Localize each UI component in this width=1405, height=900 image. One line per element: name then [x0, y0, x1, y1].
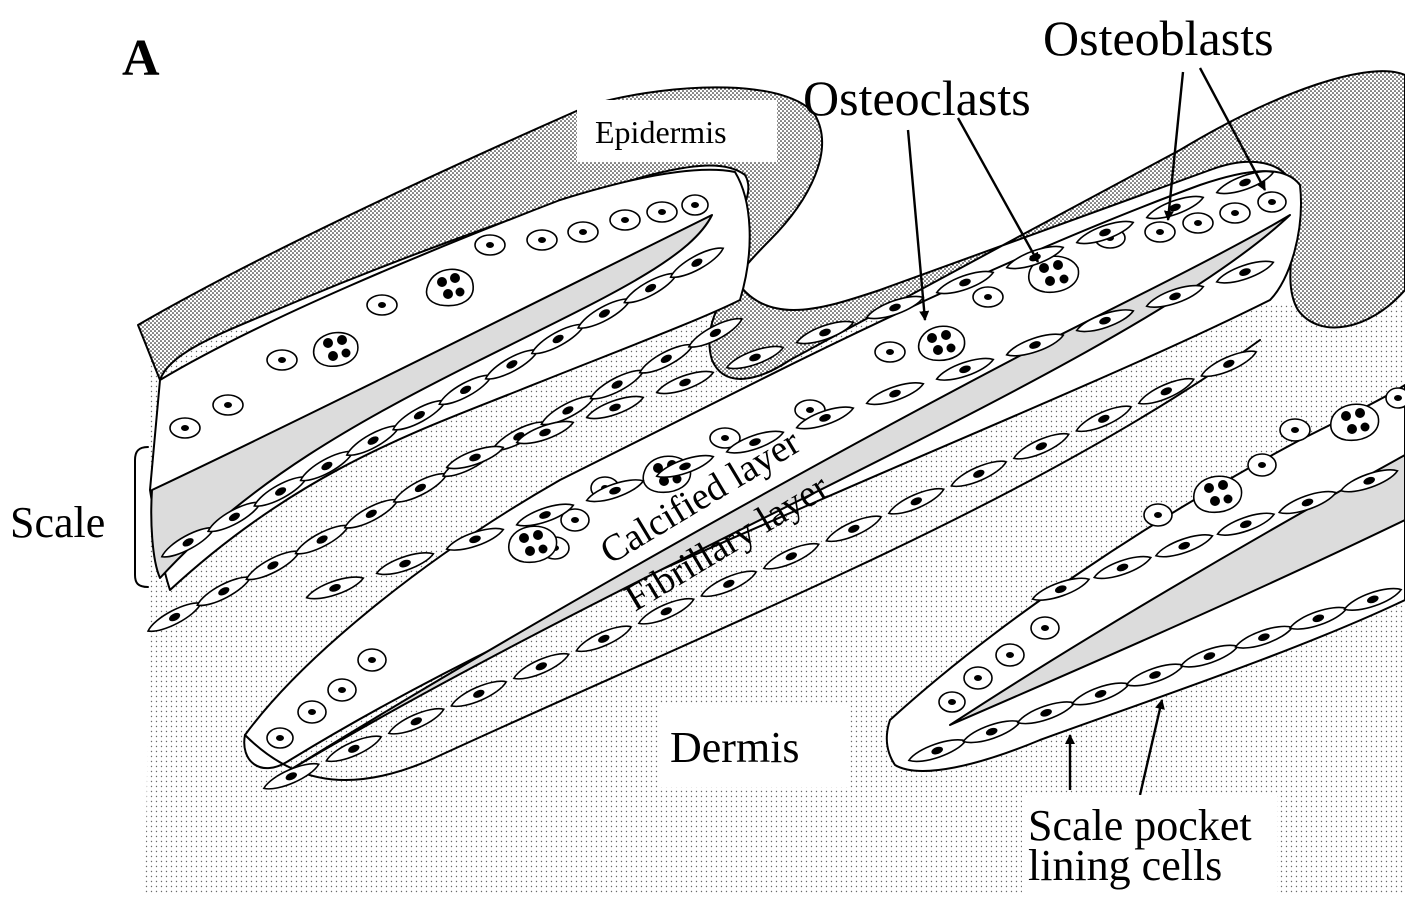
- dermis-label: Dermis: [670, 723, 800, 772]
- epidermis-label: Epidermis: [595, 114, 727, 150]
- panel-label: A: [122, 30, 160, 87]
- scale-label: Scale: [10, 498, 105, 547]
- osteoclast-cell: [509, 526, 557, 562]
- osteoblasts-label: Osteoblasts: [1043, 10, 1274, 66]
- osteoclast-cell: [1194, 476, 1242, 512]
- osteoclast-cell: [1331, 404, 1379, 440]
- osteoclast-arrow-2: [958, 118, 1038, 262]
- scale-pocket-label-line2: lining cells: [1028, 841, 1222, 890]
- scale-bracket: [135, 447, 148, 587]
- osteoclasts-label: Osteoclasts: [803, 70, 1031, 126]
- osteoclast-cell: [314, 333, 358, 367]
